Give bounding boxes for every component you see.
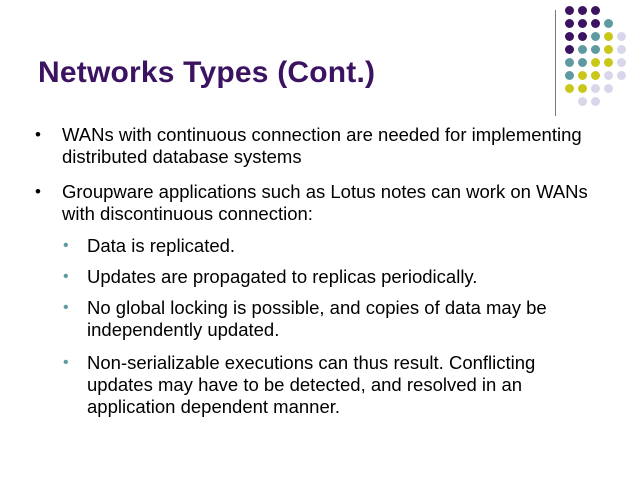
bullet-item: • Groupware applications such as Lotus n…	[35, 181, 602, 225]
decor-dot	[591, 19, 600, 28]
decor-dot	[578, 84, 587, 93]
bullet-text: No global locking is possible, and copie…	[87, 297, 547, 340]
decor-dot	[565, 84, 574, 93]
decor-dot	[604, 32, 613, 41]
sub-bullet-item: • Data is replicated.	[63, 235, 602, 257]
decor-dot	[578, 32, 587, 41]
decor-dot	[578, 58, 587, 67]
decor-dot	[565, 19, 574, 28]
decor-dot	[578, 19, 587, 28]
bullet-item: • WANs with continuous connection are ne…	[35, 124, 602, 168]
decor-dot	[578, 6, 587, 15]
sub-bullet-item: • Updates are propagated to replicas per…	[63, 266, 602, 288]
decor-dot	[578, 71, 587, 80]
decor-dot	[591, 71, 600, 80]
decor-dot	[565, 45, 574, 54]
decor-dot	[565, 6, 574, 15]
decor-dot	[617, 45, 626, 54]
decor-dot	[604, 19, 613, 28]
decor-dot	[591, 58, 600, 67]
decor-dot	[617, 32, 626, 41]
slide-title: Networks Types (Cont.)	[38, 56, 376, 89]
bullet-text: Data is replicated.	[87, 235, 236, 256]
bullet-text: Non-serializable executions can thus res…	[87, 352, 536, 417]
decor-dot	[578, 97, 587, 106]
decor-dot	[591, 32, 600, 41]
decor-dot	[591, 45, 600, 54]
decor-dot	[617, 71, 626, 80]
decor-dot	[591, 84, 600, 93]
sub-bullet-item: • No global locking is possible, and cop…	[63, 297, 602, 341]
bullet-marker: •	[35, 125, 41, 144]
decor-dot	[591, 6, 600, 15]
bullet-text: Groupware applications such as Lotus not…	[62, 181, 588, 224]
decor-dot	[565, 58, 574, 67]
sub-bullet-item: • Non-serializable executions can thus r…	[63, 352, 602, 418]
decor-dot	[565, 71, 574, 80]
decorative-dot-grid	[563, 6, 633, 106]
decor-dot	[591, 97, 600, 106]
bullet-text: WANs with continuous connection are need…	[62, 124, 582, 167]
decor-dot	[565, 32, 574, 41]
bullet-marker: •	[63, 237, 69, 254]
decor-dot	[604, 84, 613, 93]
bullet-marker: •	[35, 182, 41, 201]
decor-dot	[617, 58, 626, 67]
decor-dot	[604, 71, 613, 80]
bullet-marker: •	[63, 299, 69, 316]
bullet-text: Updates are propagated to replicas perio…	[87, 266, 478, 287]
bullet-marker: •	[63, 354, 69, 371]
decor-dot	[604, 45, 613, 54]
divider-line	[555, 10, 556, 116]
decor-dot	[604, 58, 613, 67]
bullet-marker: •	[63, 268, 69, 285]
decor-dot	[578, 45, 587, 54]
